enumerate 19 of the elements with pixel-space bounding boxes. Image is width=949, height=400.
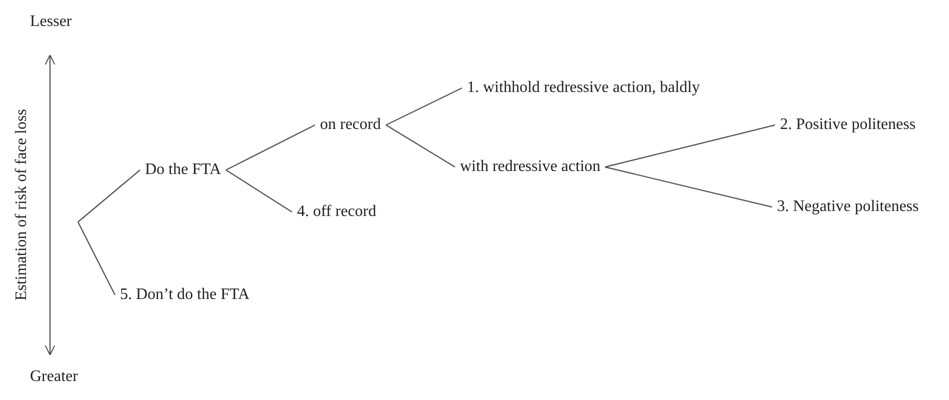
branch-label: on record	[320, 116, 381, 134]
branch-label: with redressive action	[460, 158, 600, 176]
branch-label: 3. Negative politeness	[777, 198, 919, 216]
branch-line	[604, 124, 776, 168]
branch-line	[77, 222, 116, 296]
branch-label: 1. withhold redressive action, baldly	[467, 79, 700, 97]
branch-line	[78, 170, 140, 222]
branch-line	[226, 124, 316, 171]
scale-end-label: Lesser	[30, 13, 72, 31]
branch-label: 5. Don’t do the FTA	[120, 286, 250, 304]
branch-label: 2. Positive politeness	[780, 116, 916, 134]
branch-line	[386, 87, 462, 126]
branch-label: Do the FTA	[145, 161, 222, 179]
branch-line	[386, 124, 456, 168]
branch-line	[604, 166, 772, 208]
branch-label: 4. off record	[297, 203, 376, 221]
scale-end-label: Greater	[30, 368, 78, 386]
axis-title: Estimation of risk of face loss	[12, 109, 31, 301]
branch-line	[226, 170, 292, 212]
